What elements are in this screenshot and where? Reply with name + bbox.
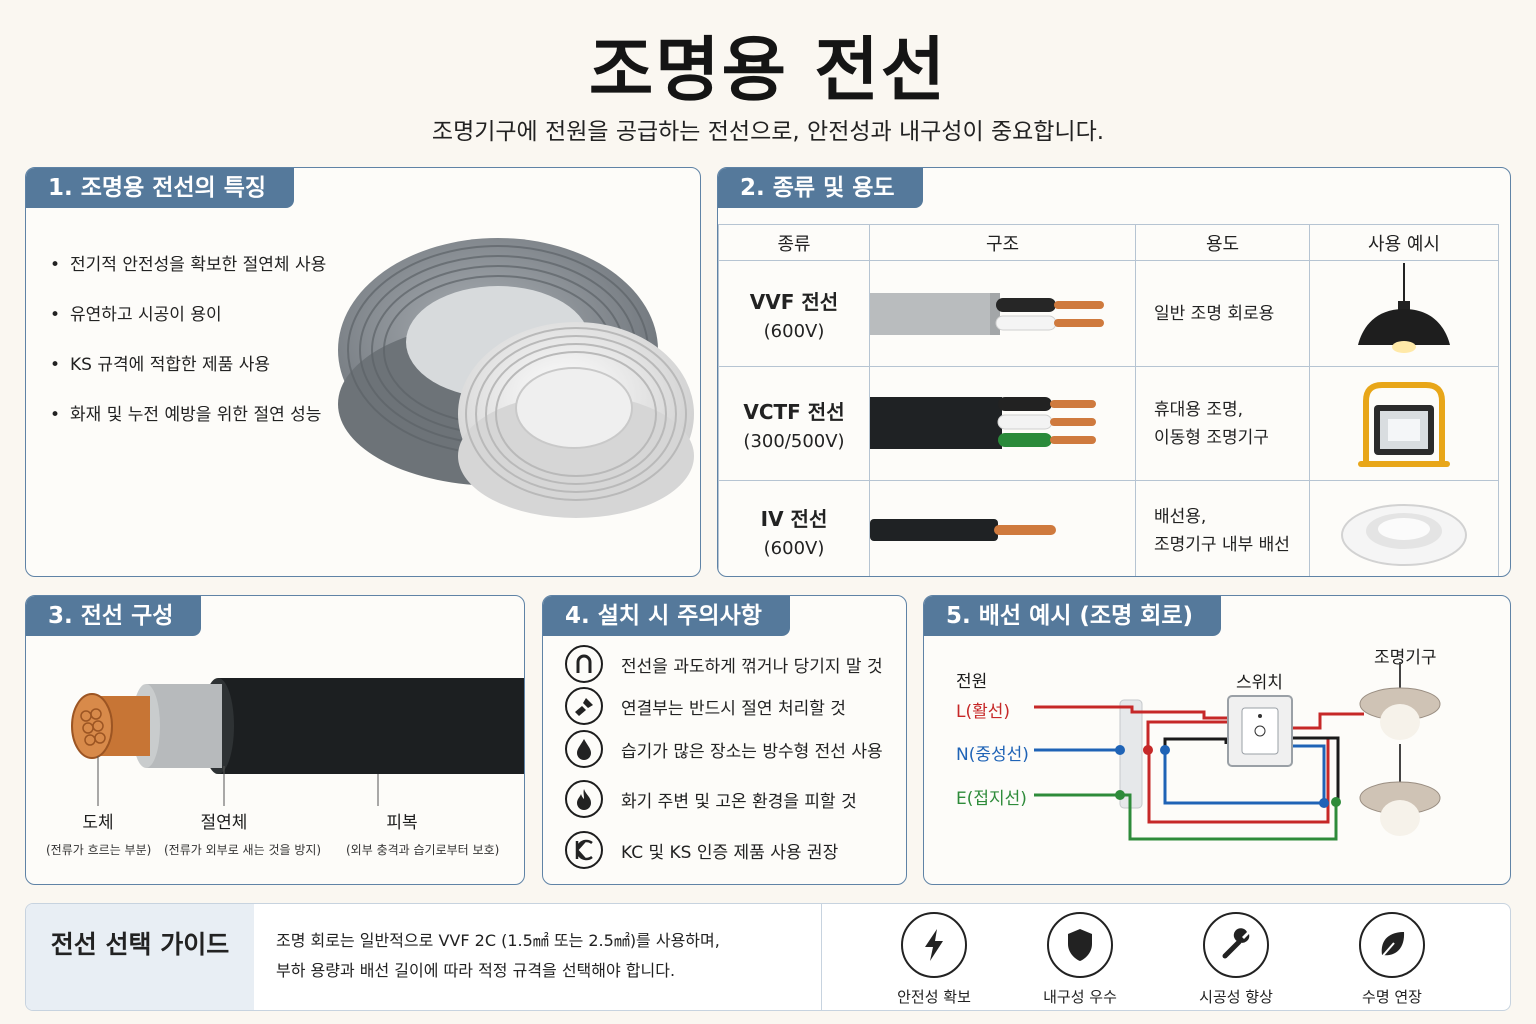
earth-label: E(접지선) <box>956 789 1027 809</box>
feature-item: KS 규격에 적합한 제품 사용 <box>50 354 326 404</box>
cable-cross-section-image <box>71 678 524 806</box>
benefit-label: 안전성 확보 <box>897 988 971 1006</box>
lightning-icon <box>901 912 967 978</box>
work-floodlight-icon <box>1358 382 1450 467</box>
cable-coils-image <box>338 238 694 518</box>
caution-item: 연결부는 반드시 절연 처리할 것 <box>565 686 846 726</box>
page-subtitle: 조명기구에 전원을 공급하는 전선으로, 안전성과 내구성이 중요합니다. <box>431 119 1105 145</box>
structure-title: 3. 전선 구성 <box>26 596 202 636</box>
benefit-label: 내구성 우수 <box>1043 988 1117 1006</box>
page-title: 조명용 전선 <box>588 29 948 111</box>
feature-item: 유연하고 시공이 용이 <box>50 304 326 354</box>
sheath-label: 피복 (외부 충격과 습기로부터 보호) <box>346 808 500 858</box>
wire-type-voltage: (600V) <box>763 537 825 559</box>
fixture-label: 조명기구 <box>1374 648 1437 668</box>
wiring-diagram <box>1034 662 1441 841</box>
wrench-icon <box>1203 912 1269 978</box>
part-desc: (전류가 흐르는 부분) <box>46 843 152 857</box>
table-header: 종류 <box>718 224 870 261</box>
part-name: 피복 <box>386 813 418 833</box>
switch-label: 스위치 <box>1236 673 1283 693</box>
table-row: VVF 전선 (600V) 일반 조명 회로용 <box>718 260 1499 367</box>
caution-text: 화기 주변 및 고온 환경을 피할 것 <box>621 791 857 812</box>
caution-text: 습기가 많은 장소는 방수형 전선 사용 <box>621 741 883 762</box>
cautions-title: 4. 설치 시 주의사항 <box>543 596 790 636</box>
neutral-label: N(중성선) <box>956 745 1029 765</box>
wire-type-use: 일반 조명 회로용 <box>1135 260 1310 367</box>
types-title: 2. 종류 및 용도 <box>718 168 923 208</box>
benefit-label: 수명 연장 <box>1362 988 1422 1006</box>
vctf-structure-image <box>870 397 1096 449</box>
guide-line: 부하 용량과 배선 길이에 따라 적정 규격을 선택해야 합니다. <box>276 961 676 980</box>
benefit-workability: 시공성 향상 <box>1166 912 1306 1007</box>
selection-guide: 전선 선택 가이드 조명 회로는 일반적으로 VVF 2C (1.5㎟ 또는 2… <box>25 903 1511 1011</box>
features-panel: 1. 조명용 전선의 특징 전기적 안전성을 확보한 절연체 사용 유연하고 시… <box>25 167 701 577</box>
conductor-label: 도체 (전류가 흐르는 부분) <box>46 808 152 858</box>
shield-icon <box>1047 912 1113 978</box>
connector-icon <box>565 687 603 725</box>
cautions-panel: 4. 설치 시 주의사항 전선을 과도하게 꺾거나 당기지 말 것 연결부는 반… <box>542 595 907 885</box>
feature-item: 전기적 안전성을 확보한 절연체 사용 <box>50 254 326 304</box>
caution-item: 전선을 과도하게 꺾거나 당기지 말 것 <box>565 644 883 684</box>
wire-type-use: 배선용, 조명기구 내부 배선 <box>1135 480 1310 576</box>
downlight-icon <box>1341 504 1467 566</box>
features-list: 전기적 안전성을 확보한 절연체 사용 유연하고 시공이 용이 KS 규격에 적… <box>50 254 326 454</box>
benefit-label: 시공성 향상 <box>1199 988 1273 1006</box>
part-desc: (전류가 외부로 새는 것을 방지) <box>164 843 322 857</box>
power-label: 전원 <box>956 672 988 692</box>
wire-type-name: VCTF 전선 <box>743 399 845 424</box>
wire-type-voltage: (300/500V) <box>743 430 845 452</box>
caution-text: 연결부는 반드시 절연 처리할 것 <box>621 698 846 719</box>
part-name: 도체 <box>82 813 114 833</box>
table-header: 구조 <box>869 224 1136 261</box>
table-row: VCTF 전선 (300/500V) 휴대용 조명, 이동형 조명기구 <box>718 366 1499 481</box>
live-label: L(활선) <box>956 702 1011 722</box>
feature-item: 화재 및 누전 예방을 위한 절연 성능 <box>50 404 326 454</box>
insulator-label: 절연체 (전류가 외부로 새는 것을 방지) <box>164 808 322 858</box>
table-row: IV 전선 (600V) 배선용, 조명기구 내부 배선 <box>718 480 1499 576</box>
guide-line: 조명 회로는 일반적으로 VVF 2C (1.5㎟ 또는 2.5㎟)를 사용하며… <box>276 931 720 950</box>
table-header: 사용 예시 <box>1309 224 1499 261</box>
features-title: 1. 조명용 전선의 특징 <box>26 168 295 208</box>
benefit-safety: 안전성 확보 <box>864 912 1004 1007</box>
benefit-durability: 내구성 우수 <box>1010 912 1150 1007</box>
types-table: 종류 구조 용도 사용 예시 VVF 전선 (600V) 일반 조명 회로용 <box>718 224 1499 576</box>
structure-panel: 3. 전선 구성 도체 (전류가 흐르는 부분) 절연체 (전류가 외부로 새는… <box>25 595 525 885</box>
water-drop-icon <box>565 730 603 768</box>
caution-item: KC 및 KS 인증 제품 사용 권장 <box>565 830 838 870</box>
caution-text: 전선을 과도하게 꺾거나 당기지 말 것 <box>621 656 883 677</box>
table-header: 용도 <box>1135 224 1310 261</box>
part-name: 절연체 <box>200 813 248 833</box>
leaf-icon <box>1359 912 1425 978</box>
part-desc: (외부 충격과 습기로부터 보호) <box>346 843 500 857</box>
guide-text: 조명 회로는 일반적으로 VVF 2C (1.5㎟ 또는 2.5㎟)를 사용하며… <box>276 926 836 986</box>
guide-title: 전선 선택 가이드 <box>26 904 254 1010</box>
benefit-lifespan: 수명 연장 <box>1322 912 1462 1007</box>
caution-item: 습기가 많은 장소는 방수형 전선 사용 <box>565 729 883 769</box>
fire-icon <box>565 780 603 818</box>
pendant-lamp-icon <box>1358 263 1450 353</box>
wiring-panel: 5. 배선 예시 (조명 회로) 전원 L(활선) N(중성선) E(접지선) … <box>923 595 1511 885</box>
kc-mark-icon <box>565 831 603 869</box>
wire-type-name: IV 전선 <box>760 506 828 531</box>
wire-type-name: VVF 전선 <box>749 289 839 314</box>
guide-divider <box>821 904 822 1010</box>
caution-item: 화기 주변 및 고온 환경을 피할 것 <box>565 779 857 819</box>
iv-structure-image <box>870 519 1056 541</box>
types-panel: 2. 종류 및 용도 종류 구조 용도 사용 예시 VVF 전선 (600V) 일… <box>717 167 1511 577</box>
vvf-structure-image <box>870 293 1104 335</box>
caution-text: KC 및 KS 인증 제품 사용 권장 <box>621 842 839 863</box>
wiring-title: 5. 배선 예시 (조명 회로) <box>924 596 1222 636</box>
wire-type-use: 휴대용 조명, 이동형 조명기구 <box>1135 366 1310 481</box>
bent-cable-icon <box>565 645 603 683</box>
wire-type-voltage: (600V) <box>763 320 825 342</box>
